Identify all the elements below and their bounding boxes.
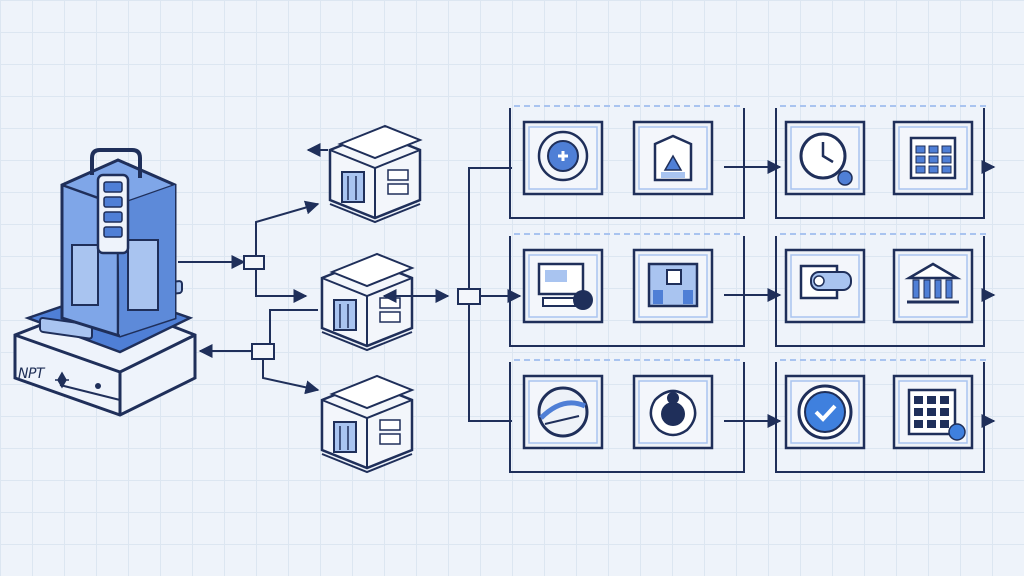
logistics-crate-icon	[647, 262, 699, 308]
workflow-card[interactable]	[522, 374, 604, 450]
workflow-card[interactable]	[784, 374, 866, 450]
workflow-card[interactable]	[522, 248, 604, 324]
bank-building-icon	[904, 262, 962, 304]
workflow-row	[509, 233, 996, 347]
workflow-row	[509, 359, 996, 473]
workflow-card[interactable]	[632, 248, 714, 324]
shipping-box-icon	[653, 134, 693, 182]
workflow-card[interactable]	[892, 248, 974, 324]
warehouse-building-icon[interactable]	[328, 124, 423, 224]
clock-refresh-icon	[799, 132, 853, 186]
workflow-card[interactable]	[784, 120, 866, 196]
calendar-check-icon	[907, 388, 966, 441]
check-shield-icon	[797, 384, 853, 440]
workflow-card[interactable]	[892, 120, 974, 196]
workflow-card[interactable]	[632, 374, 714, 450]
dollar-tag-icon	[799, 264, 852, 300]
workflow-card[interactable]	[632, 120, 714, 196]
warehouse-building-icon[interactable]	[320, 374, 415, 474]
medical-badge-icon	[537, 130, 589, 182]
server-tower-icon[interactable]	[13, 148, 197, 417]
sparkle-icon	[55, 371, 69, 389]
server-label: NPT	[18, 366, 44, 382]
computer-terminal-icon	[537, 262, 593, 310]
globe-network-icon	[537, 386, 589, 438]
calendar-grid-icon	[909, 136, 957, 180]
workflow-card[interactable]	[892, 374, 974, 450]
workflow-card[interactable]	[522, 120, 604, 196]
piggy-bank-icon	[649, 389, 697, 437]
hub-connectors	[382, 167, 522, 422]
warehouse-building-icon[interactable]	[320, 252, 415, 352]
server-connectors	[178, 143, 328, 395]
workflow-row	[509, 105, 996, 219]
workflow-card[interactable]	[784, 248, 866, 324]
